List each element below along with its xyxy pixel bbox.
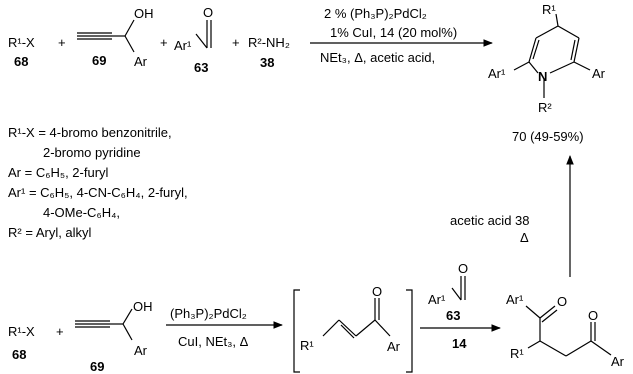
propargyl-alcohol-structure	[75, 308, 133, 341]
condition-cocatalyst: 1% CuI, 14 (20 mol%)	[330, 25, 457, 40]
compound-63-label: 63	[194, 60, 208, 75]
plus-sign: +	[56, 324, 64, 339]
propargyl-alcohol-structure	[77, 19, 135, 53]
enone-aryl-label: Ar	[387, 339, 401, 354]
vertical-step: acetic acid 38 Δ	[450, 155, 574, 277]
bottom-reaction: R¹-X 68 + OH Ar 69 (Ph₃P)₂PdCl₂ CuI, NEt…	[8, 261, 625, 374]
carbonyl-oxygen-label: O	[458, 261, 468, 276]
condition-base: CuI, NEt₃, Δ	[178, 334, 249, 349]
diketone-oxygen2-label: O	[588, 308, 598, 323]
note-ar1: Ar¹ = C₆H₅, 4-CN-C₆H₄, 2-furyl,	[8, 185, 188, 200]
top-reaction: R¹-X 68 + OH Ar 69 + O Ar¹ 63 + R²-NH₂ 3…	[8, 2, 606, 144]
plus-sign: +	[58, 35, 66, 50]
aryl1-label: Ar¹	[428, 292, 446, 307]
vertical-condition: acetic acid 38	[450, 213, 530, 228]
enone-r1-label: R¹	[300, 338, 314, 353]
enone-oxygen-label: O	[372, 284, 382, 299]
substituent-notes: R¹-X = 4-bromo benzonitrile, 2-bromo pyr…	[8, 125, 188, 240]
aryl1-label: Ar¹	[174, 38, 192, 53]
note-ar1-cont: 4-OMe-C₆H₄,	[43, 205, 120, 220]
pyrrole-aryl1-label: Ar¹	[488, 66, 506, 81]
compound-68-label: 68	[12, 347, 26, 362]
note-r2: R² = Aryl, alkyl	[8, 225, 92, 240]
pyrrole-structure	[513, 13, 591, 98]
reactant-r1x: R¹-X	[8, 324, 35, 339]
note-r1x-cont: 2-bromo pyridine	[43, 145, 141, 160]
pyrrole-r1-label: R¹	[542, 2, 556, 17]
pyrrole-r2-label: R²	[538, 100, 552, 115]
diketone-aryl1-label: Ar¹	[506, 292, 524, 307]
hydroxyl-label: OH	[134, 6, 154, 21]
diketone-aryl-label: Ar	[611, 354, 625, 369]
note-r1x: R¹-X = 4-bromo benzonitrile,	[8, 125, 172, 140]
amine-label: R²-NH₂	[248, 35, 290, 50]
compound-14-label: 14	[452, 336, 467, 351]
vertical-delta: Δ	[520, 230, 529, 245]
pyrrole-nitrogen-label: N	[538, 69, 547, 84]
note-ar: Ar = C₆H₅, 2-furyl	[8, 165, 109, 180]
compound-38-label: 38	[260, 55, 274, 70]
diketone-structure	[525, 305, 612, 357]
compound-63-label: 63	[446, 308, 460, 323]
condition-catalyst: 2 % (Ph₃P)₂PdCl₂	[324, 6, 427, 21]
pyrrole-aryl-label: Ar	[592, 66, 606, 81]
hydroxyl-label: OH	[133, 299, 153, 314]
plus-sign: +	[160, 35, 168, 50]
reactant-r1x: R¹-X	[8, 35, 35, 50]
aldehyde-structure	[195, 20, 212, 49]
enone-bracket	[293, 289, 413, 373]
condition-catalyst: (Ph₃P)₂PdCl₂	[170, 306, 247, 321]
plus-sign: +	[232, 35, 240, 50]
diketone-r1-label: R¹	[510, 346, 524, 361]
aldehyde-structure	[451, 276, 466, 301]
compound-69-label: 69	[92, 53, 106, 68]
diketone-oxygen1-label: O	[557, 294, 567, 309]
aryl-label: Ar	[134, 343, 148, 358]
carbonyl-oxygen-label: O	[203, 5, 213, 20]
aryl-label: Ar	[134, 54, 148, 69]
compound-69-label: 69	[90, 359, 104, 374]
compound-68-label: 68	[14, 54, 28, 69]
condition-base: NEt₃, Δ, acetic acid,	[320, 50, 435, 65]
product-70-label: 70 (49-59%)	[512, 129, 584, 144]
